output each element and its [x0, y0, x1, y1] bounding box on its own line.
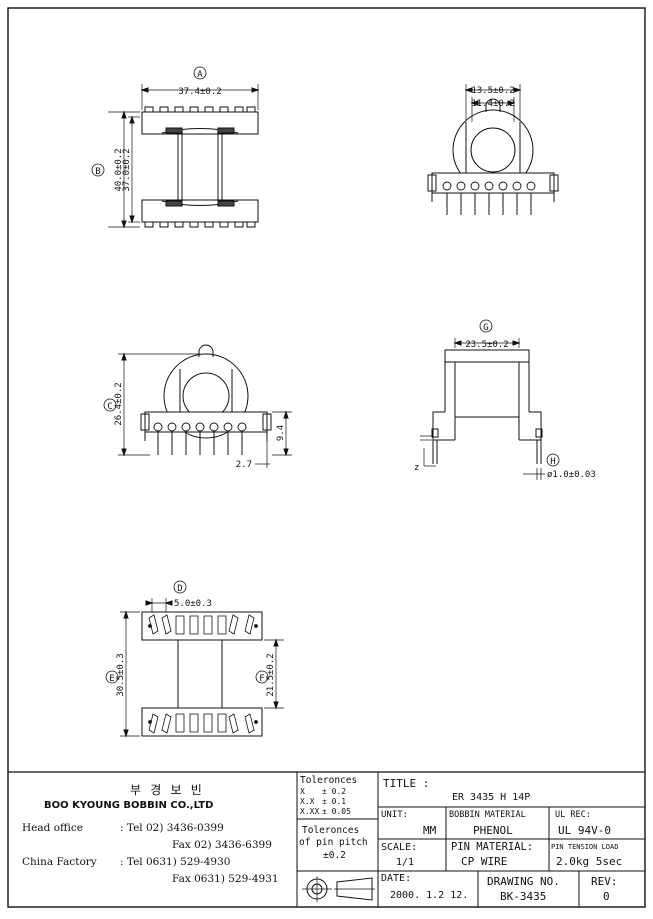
dim-a: 37.4±0.2: [178, 87, 221, 97]
unit-label: UNIT:: [381, 810, 409, 820]
bottom-view: [105, 580, 284, 738]
label-b: B: [95, 167, 100, 177]
head-office-tel: : Tel 02) 3436-0399: [120, 822, 224, 834]
pin-tension-value: 2.0kg 5sec: [556, 855, 623, 868]
ul-rec-value: UL 94V-0: [558, 824, 611, 837]
pitch-tol-title: Toleronces: [302, 825, 360, 836]
dim-top-inner: 11.4±0.2: [471, 99, 514, 109]
label-a: A: [197, 70, 203, 80]
china-factory-label: China Factory: [22, 856, 97, 868]
date-label: DATE:: [381, 873, 412, 884]
dim-f: 21.5±0.2: [266, 653, 276, 696]
head-office-label: Head office: [22, 822, 83, 834]
dim-g: 23.5±0.2: [465, 340, 508, 350]
title-block-grid: [296, 772, 645, 907]
head-office-fax: Fax 02) 3436-6399: [172, 839, 272, 851]
tol-x-value: ± 0.2: [322, 787, 347, 796]
rev-label: REV:: [591, 875, 618, 888]
scale-value: 1/1: [396, 857, 415, 868]
drawing-no-label: DRAWING NO.: [487, 875, 560, 888]
side-view-c: [103, 344, 292, 468]
tol-x-label: X: [300, 787, 305, 796]
front-view: [91, 66, 260, 229]
label-h: H: [550, 457, 555, 467]
scale-label: SCALE:: [381, 842, 418, 853]
pitch-tol-value: ±0.2: [323, 850, 346, 861]
company-korean-name: 부 경 보 빈: [130, 783, 203, 797]
company-english-name: BOO KYOUNG BOBBIN CO.,LTD: [44, 800, 214, 811]
tol-xxx-value: ± 0.05: [322, 807, 351, 816]
bobbin-material-label: BOBBIN MATERIAL: [449, 810, 526, 820]
end-view: [427, 84, 559, 215]
dim-c: 26.4±0.2: [114, 382, 124, 425]
bobbin-material-value: PHENOL: [473, 824, 513, 837]
label-c: C: [107, 402, 112, 412]
dim-d: 5.0±0.3: [174, 599, 212, 609]
tol-xx-label: X.X: [300, 797, 315, 806]
label-e: E: [109, 674, 114, 684]
pitch-tol-sub: of pin pitch: [299, 837, 368, 848]
title-value: ER 3435 H 14P: [452, 792, 531, 803]
ul-rec-label: UL REC:: [555, 810, 591, 820]
rev-value: 0: [603, 890, 610, 903]
drawing-no-value: BK-3435: [500, 890, 547, 903]
sheet-border: [7, 7, 646, 908]
dim-b-outer: 40.0±0.2: [114, 148, 124, 191]
dim-b-inner: 37.0±0.2: [122, 148, 132, 191]
tol-xxx-label: X.XX: [300, 807, 320, 816]
tolerances-title: Toleronces: [300, 775, 358, 786]
dim-c-base: 2.7: [236, 460, 252, 470]
side-view-g: [420, 319, 560, 480]
dim-c-pin: 9.4: [276, 425, 286, 441]
date-value: 2000. 1.2 12.: [390, 890, 469, 901]
pin-material-label: PIN MATERIAL:: [451, 841, 534, 853]
dim-h: ø1.0±0.03: [547, 470, 596, 480]
label-d: D: [177, 584, 182, 594]
china-factory-tel: : Tel 0631) 529-4930: [120, 856, 231, 868]
unit-value: MM: [423, 824, 437, 837]
label-g: G: [483, 323, 488, 333]
label-z: z: [414, 463, 419, 473]
title-label: TITLE :: [383, 777, 430, 790]
dim-e: 30.5±0.3: [116, 653, 126, 696]
tol-xx-value: ± 0.1: [322, 797, 347, 806]
label-f: F: [259, 674, 264, 684]
dim-top-outer: 13.5±0.2: [471, 86, 514, 96]
china-factory-fax: Fax 0631) 529-4931: [172, 873, 279, 885]
pin-tension-label: PIN TENSION LOAD: [551, 843, 619, 851]
pin-material-value: CP WIRE: [461, 855, 508, 868]
